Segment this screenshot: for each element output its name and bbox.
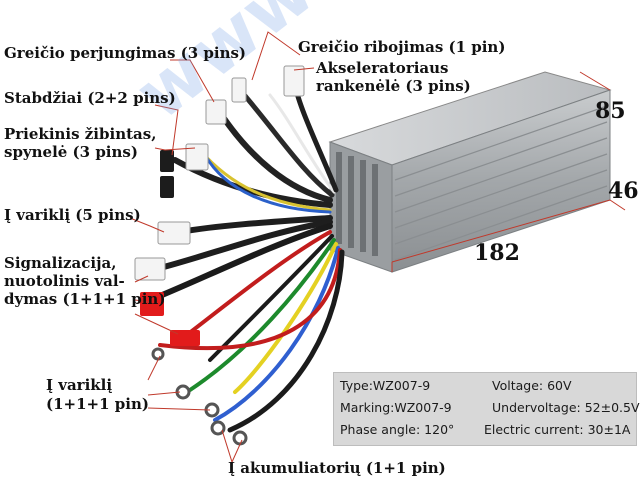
spec-voltage: Voltage: 60V: [492, 378, 572, 393]
spec-electric-current: Electric current: 30±1A: [484, 422, 631, 437]
connector-throttle: [283, 65, 305, 97]
dimension-height: 85: [595, 98, 626, 124]
label-alarm-1: Signalizacija,: [4, 254, 117, 272]
label-brakes: Stabdžiai (2+2 pins): [4, 89, 176, 107]
spec-plate: Type:WZ007-9 Marking:WZ007-9 Phase angle…: [333, 372, 640, 446]
leader-lines: [129, 31, 315, 463]
label-motor-hall: Į variklį (5 pins): [4, 206, 141, 224]
connector-motor-hall: [157, 221, 191, 245]
label-throttle-2: rankenėlė (3 pins): [316, 77, 471, 95]
connector-headlight: [185, 143, 209, 171]
label-motor-phase-2: (1+1+1 pin): [46, 395, 149, 413]
label-battery: Į akumuliatorių (1+1 pin): [228, 459, 446, 477]
dimension-length: 182: [474, 240, 520, 266]
label-throttle-1: Akseleratoriaus: [316, 59, 449, 77]
label-headlight-1: Priekinis žibintas,: [4, 125, 157, 143]
label-alarm-3: dymas (1+1+1 pin): [4, 290, 166, 308]
dimension-depth: 46: [608, 178, 639, 204]
label-alarm-2: nuotolinis val-: [4, 272, 125, 290]
dimension-lines: [391, 71, 626, 272]
connector-speed-switch: [205, 99, 227, 125]
controller-housing: [328, 71, 612, 273]
label-headlight-2: spynelė (3 pins): [4, 143, 138, 161]
connector-speed-limit: [231, 77, 247, 103]
label-speed-switch: Greičio perjungimas (3 pins): [4, 44, 247, 62]
wire-harness: [147, 82, 345, 433]
spec-undervoltage: Undervoltage: 52±0.5V: [492, 400, 640, 415]
spec-type: Type:WZ007-9: [340, 378, 431, 393]
spec-marking: Marking:WZ007-9: [340, 400, 452, 415]
label-speed-limit: Greičio ribojimas (1 pin): [298, 38, 506, 56]
label-motor-phase-1: Į variklį: [46, 376, 113, 394]
spec-phase-angle: Phase angle: 120°: [340, 422, 455, 437]
connector-brakes: [160, 150, 174, 198]
